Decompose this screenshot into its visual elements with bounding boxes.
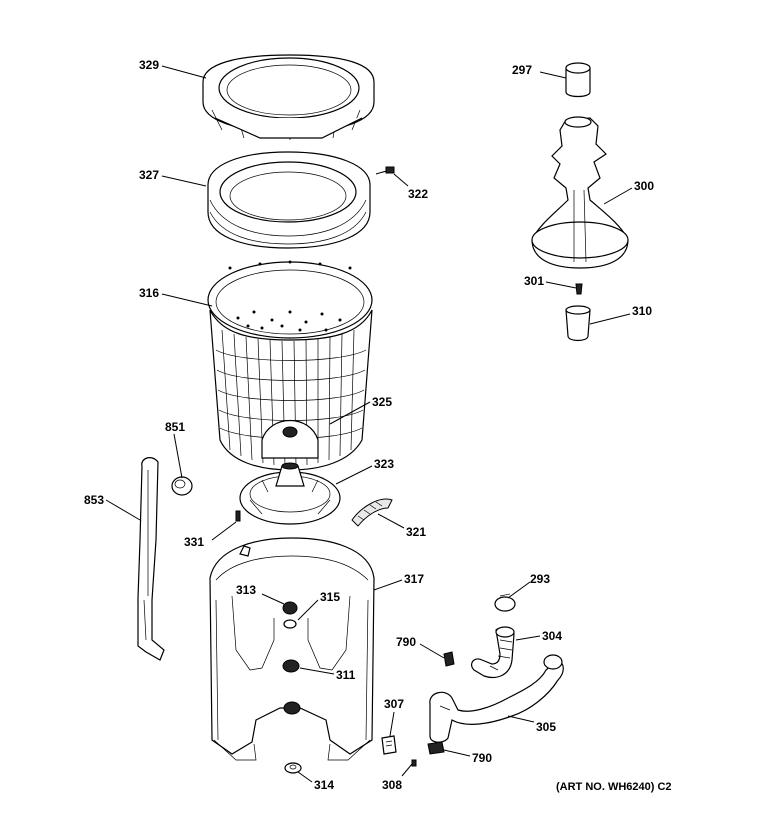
label-304: 304 [542,629,562,643]
art-number: (ART NO. WH6240) C2 [556,781,672,793]
label-317: 317 [404,572,424,586]
part-331-screw[interactable] [235,510,241,522]
part-853-suspension-rod[interactable] [137,457,165,661]
label-297: 297 [512,63,532,77]
label-853: 853 [84,493,104,507]
part-305-drain-hose[interactable] [429,654,564,743]
label-790-upper: 790 [396,635,416,649]
label-315: 315 [320,590,340,604]
label-311: 311 [336,668,356,682]
label-314: 314 [314,778,334,792]
label-293: 293 [530,572,550,586]
leader-lines [105,65,633,783]
part-304-hose[interactable] [470,626,515,679]
label-300: 300 [634,179,654,193]
label-316: 316 [139,286,159,300]
part-321-clip[interactable] [351,498,393,527]
label-851: 851 [165,420,185,434]
part-790-clamp-lower[interactable] [427,741,445,755]
part-317-outer-tub[interactable] [209,537,375,761]
label-331: 331 [184,535,204,549]
label-322: 322 [408,187,428,201]
label-307: 307 [384,697,404,711]
label-301: 301 [524,274,544,288]
label-325: 325 [372,395,392,409]
label-313: 313 [236,583,256,597]
part-327-tub-ring[interactable] [207,151,371,249]
part-297-agitator-cap[interactable] [565,62,591,98]
part-851-cap[interactable] [171,476,193,496]
label-305: 305 [536,720,556,734]
part-307-bracket[interactable] [381,735,397,755]
part-322-screw[interactable] [375,166,395,175]
label-790-lower: 790 [472,751,492,765]
part-790-clamp-upper[interactable] [443,651,455,667]
label-327: 327 [139,168,159,182]
label-321: 321 [406,525,426,539]
part-293-clamp[interactable] [494,593,516,612]
label-329: 329 [139,58,159,72]
part-323-hub[interactable] [239,462,341,525]
part-314-washer[interactable] [284,762,302,774]
label-310: 310 [632,304,652,318]
label-308: 308 [382,778,402,792]
part-308-screw[interactable] [411,759,417,767]
part-300-agitator[interactable] [531,116,629,269]
part-316-basket[interactable] [207,260,373,471]
label-323: 323 [374,457,394,471]
part-301-screw[interactable] [575,283,583,295]
part-329-tub-cover[interactable] [202,54,375,140]
part-310-cap[interactable] [565,305,591,342]
